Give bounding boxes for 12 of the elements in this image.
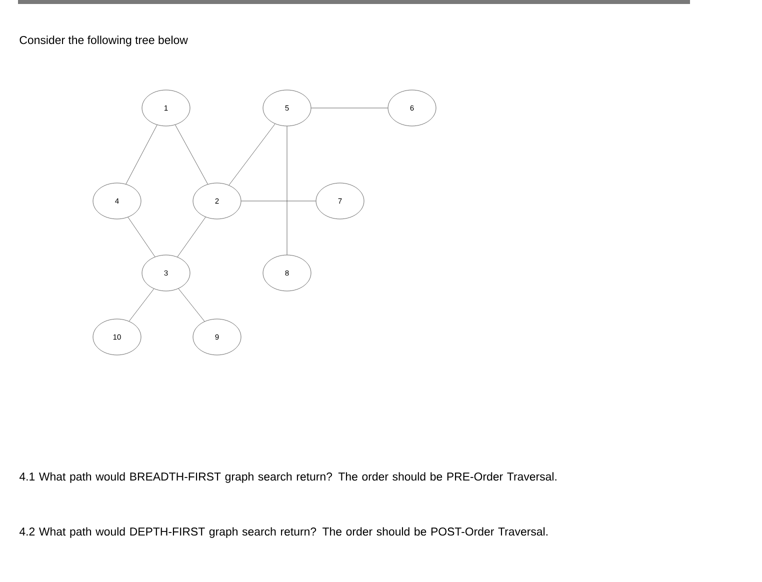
edge-line [286, 126, 288, 255]
question-text: 4.1 What path would BREADTH-FIRST graph search return? The order should be PRE-Order Traversal. [19, 472, 556, 483]
edge-line [178, 288, 205, 322]
heading: Consider the following tree below [20, 36, 188, 46]
edge-line [228, 124, 276, 186]
edge-line [177, 216, 206, 258]
question-text: 4.2 What path would DEPTH-FIRST graph search return? The order should be POST-Order Traversal. [19, 527, 548, 538]
edge-line [126, 124, 158, 184]
edge-line [128, 217, 156, 257]
edge-line [175, 124, 208, 184]
edge-line [128, 288, 154, 322]
edge-line [241, 200, 316, 202]
